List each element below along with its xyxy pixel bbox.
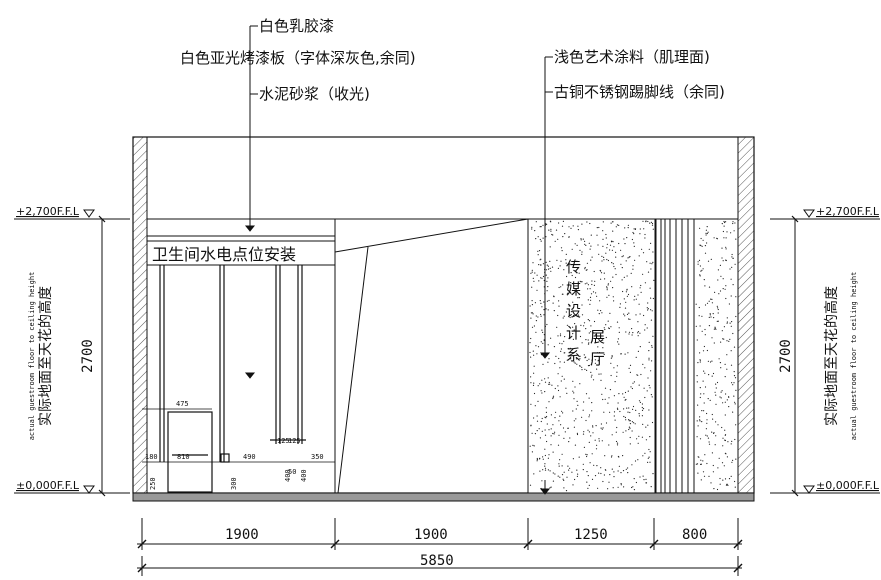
dim-400a: 400: [284, 469, 292, 482]
level-right-top: +2,700F.F.L: [770, 205, 880, 220]
side-note-cn: 实际地面至天花的高度: [37, 286, 54, 426]
room-outline: [132, 136, 755, 502]
sign-panel: 卫生间水电点位安装: [146, 219, 336, 493]
dim-seg-3: 1250: [574, 527, 608, 543]
dim-475: 475: [176, 400, 189, 408]
left-wall-hatch: [132, 136, 148, 494]
dim-490: 490: [243, 453, 256, 461]
dim-350: 350: [311, 453, 324, 461]
side-note-en: actual guestroom floor to ceiling height: [28, 272, 36, 441]
side-note-en: actual guestroom floor to ceiling height: [850, 272, 858, 441]
dim-seg-1: 1900: [225, 527, 259, 543]
pipes: [159, 265, 306, 493]
floor-slab: [132, 492, 755, 502]
level-label: ±0,000F.F.L: [816, 479, 880, 492]
speckle-texture: [695, 220, 737, 491]
dim-400b: 400: [300, 469, 308, 482]
small-dims: 475 180 810 490 125 125 350 250 300 400 …: [142, 400, 335, 490]
vertical-dim-left: 2700 实际地面至天花的高度 actual guestroom floor t…: [28, 215, 106, 497]
speckle-texture: [529, 220, 655, 492]
callout-white-matte-panel: 白色亚光烤漆板（字体深灰色,余同): [180, 49, 416, 67]
callout-white-latex: 白色乳胶漆: [259, 17, 334, 35]
vertical-dim-right: 2700 实际地面至天花的高度 actual guestroom floor t…: [778, 215, 858, 497]
wall-text-char: 设: [566, 302, 581, 320]
dim-seg-4: 800: [682, 527, 707, 543]
wall-text-char: 传: [566, 258, 581, 276]
dim-125a: 125: [277, 437, 290, 445]
wall-text-char: 计: [566, 324, 581, 342]
dim-810: 810: [177, 453, 190, 461]
level-left-bottom: ±0,000F.F.L: [14, 479, 130, 494]
wall-text-char: 媒: [566, 280, 581, 298]
dim-seg-2: 1900: [414, 527, 448, 543]
slanted-panel: [334, 218, 529, 494]
dim-50: 50: [288, 468, 296, 476]
callout-cement-mortar: 水泥砂浆（收光): [259, 85, 370, 103]
dim-125b: 125: [288, 437, 301, 445]
level-left-top: +2,700F.F.L: [14, 205, 130, 220]
dim-300: 300: [230, 477, 238, 490]
level-label: ±0,000F.F.L: [16, 479, 80, 492]
wall-text-char: 展: [590, 328, 605, 346]
dim-2700: 2700: [778, 339, 794, 373]
wall-text-char: 厅: [590, 350, 605, 368]
dim-250: 250: [149, 477, 157, 490]
right-wall-hatch: [737, 136, 755, 494]
dim-total: 5850: [420, 553, 454, 569]
wall-text-char: 系: [566, 346, 581, 364]
level-label: +2,700F.F.L: [816, 205, 880, 218]
dim-2700: 2700: [80, 339, 96, 373]
side-note-cn: 实际地面至天花的高度: [823, 286, 840, 426]
level-right-bottom: ±0,000F.F.L: [770, 479, 880, 494]
callout-art-paint: 浅色艺术涂料（肌理面): [554, 48, 710, 66]
sign-text: 卫生间水电点位安装: [152, 245, 296, 264]
callout-leaders: [244, 25, 553, 495]
callout-bronze-skirting: 古铜不锈钢踢脚线（余同): [554, 83, 725, 101]
bottom-dims: [137, 518, 743, 576]
dim-180: 180: [145, 453, 158, 461]
level-label: +2,700F.F.L: [16, 205, 80, 218]
